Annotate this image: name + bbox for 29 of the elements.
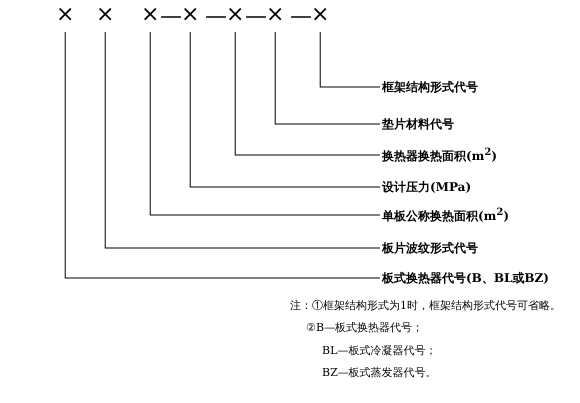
field-description: 单板公称换热面积(m$^{2}$) (382, 208, 510, 222)
cross-mark: × (226, 4, 244, 26)
note-text: BZ—板式蒸发器代号。 (322, 367, 437, 378)
leader-line (64, 32, 380, 278)
note-text: 注：①框架结构形式为1时，框架结构形式代号可省略。 (290, 300, 561, 311)
leader-line (274, 32, 380, 124)
leader-line (150, 32, 380, 216)
cross-mark: × (311, 4, 330, 26)
cross-mark: × (96, 4, 114, 26)
leader-line (320, 32, 380, 88)
cross-mark: × (56, 4, 74, 26)
leader-line (104, 32, 380, 248)
note-text: ②B—板式换热器代号； (306, 322, 424, 333)
leader-line (234, 32, 380, 156)
separator-dash: — (245, 6, 267, 28)
field-description: 垫片材料代号 (382, 118, 454, 130)
field-description: 换热器换热面积(m$^{2}$) (382, 148, 498, 162)
note-text: BL—板式冷凝器代号； (322, 345, 436, 356)
field-description: 板片波纹形式代号 (382, 242, 478, 254)
separator-dash: — (160, 6, 182, 28)
cross-mark: × (181, 4, 200, 26)
field-description: 板式换热器代号(B、BL或BZ) (382, 272, 549, 284)
separator-dash: — (290, 6, 312, 28)
separator-dash: — (205, 6, 227, 28)
cross-mark: × (266, 4, 284, 26)
leader-line (190, 32, 380, 188)
field-description: 设计压力(MPa) (382, 181, 472, 193)
field-description: 框架结构形式代号 (382, 81, 478, 93)
cross-mark: × (141, 4, 160, 26)
